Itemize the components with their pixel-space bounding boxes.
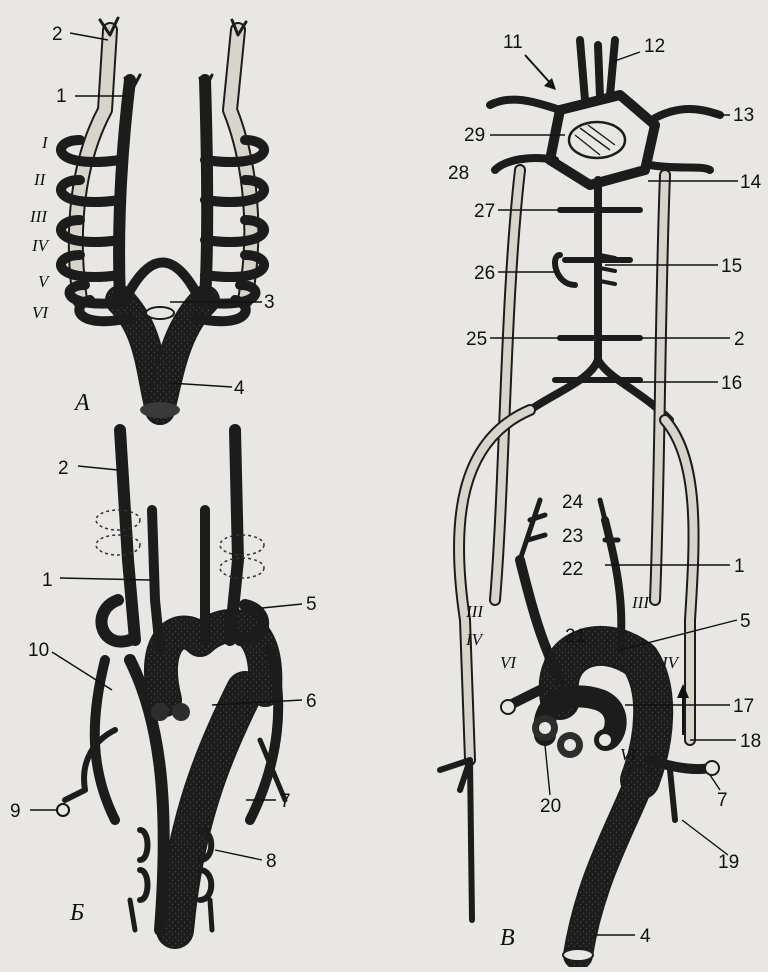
roman-a-v: V (38, 272, 51, 291)
label-b-2: 2 (58, 458, 69, 479)
label-v-26: 26 (474, 263, 495, 284)
label-a-1: 1 (56, 86, 67, 107)
label-v-18: 18 (740, 731, 761, 752)
label-v-20: 20 (540, 796, 561, 817)
panel-letter-a: А (73, 390, 90, 416)
roman-a-iii: III (29, 207, 48, 226)
label-b-10: 10 (28, 640, 49, 661)
aorta-opening-a (140, 402, 180, 418)
label-v-13: 13 (733, 105, 754, 126)
roman-v-iv-left: IV (465, 630, 485, 649)
roman-a-ii: II (33, 170, 47, 189)
label-v-15: 15 (721, 256, 742, 277)
label-v-1: 1 (734, 556, 745, 577)
label-b-5: 5 (306, 594, 317, 615)
label-v-23: 23 (562, 526, 583, 547)
vessel-opening-b1 (151, 703, 169, 721)
roman-v-iii-left: III (465, 602, 484, 621)
label-v-21: 21 (565, 626, 586, 647)
roman-v-iii-right: III (631, 593, 650, 612)
label-a-4: 4 (234, 378, 245, 399)
panel-a-embryonic-arches: 2 1 3 4 I II III IV V VI А (29, 18, 275, 418)
label-a-2: 2 (52, 24, 63, 45)
label-a-3: 3 (264, 292, 275, 313)
roman-v-vi-right: VI (620, 745, 637, 764)
roman-a-vi: VI (32, 303, 49, 322)
label-v-14: 14 (740, 172, 762, 193)
label-b-9: 9 (10, 801, 21, 822)
label-v-12: 12 (644, 36, 665, 57)
label-b-8: 8 (266, 851, 277, 872)
panel-v-adult-circulation: III IV VI VI III IV 11 12 13 29 28 14 27… (440, 32, 762, 961)
roman-a-iv: IV (31, 236, 51, 255)
label-v-29: 29 (464, 125, 485, 146)
label-v-4: 4 (640, 926, 651, 947)
label-v-5: 5 (740, 611, 751, 632)
label-b-7: 7 (280, 791, 291, 812)
label-v-19: 19 (718, 852, 739, 873)
label-b-6: 6 (306, 691, 317, 712)
label-b-1: 1 (42, 570, 53, 591)
vessel-opening-b2 (172, 703, 190, 721)
roman-v-vi-left: VI (500, 653, 517, 672)
label-v-22: 22 (562, 559, 583, 580)
panel-letter-b: Б (69, 900, 84, 926)
label-v-2: 2 (734, 329, 745, 350)
label-v-28: 28 (448, 163, 469, 184)
panel-b-transitional: 2 1 5 10 6 9 7 8 Б (10, 430, 317, 930)
subclavian-opening (57, 804, 69, 816)
aorta-end-v (563, 949, 593, 961)
label-v-17: 17 (733, 696, 754, 717)
truncus-opening (146, 307, 174, 319)
label-v-7: 7 (717, 790, 728, 811)
label-v-27: 27 (474, 201, 495, 222)
label-v-25: 25 (466, 329, 487, 350)
label-v-11: 11 (503, 32, 523, 53)
panel-letter-v: В (500, 925, 515, 951)
label-v-24: 24 (562, 492, 584, 513)
roman-v-iv-right: IV (661, 653, 681, 672)
label-v-16: 16 (721, 373, 742, 394)
roman-a-i: I (41, 133, 49, 152)
